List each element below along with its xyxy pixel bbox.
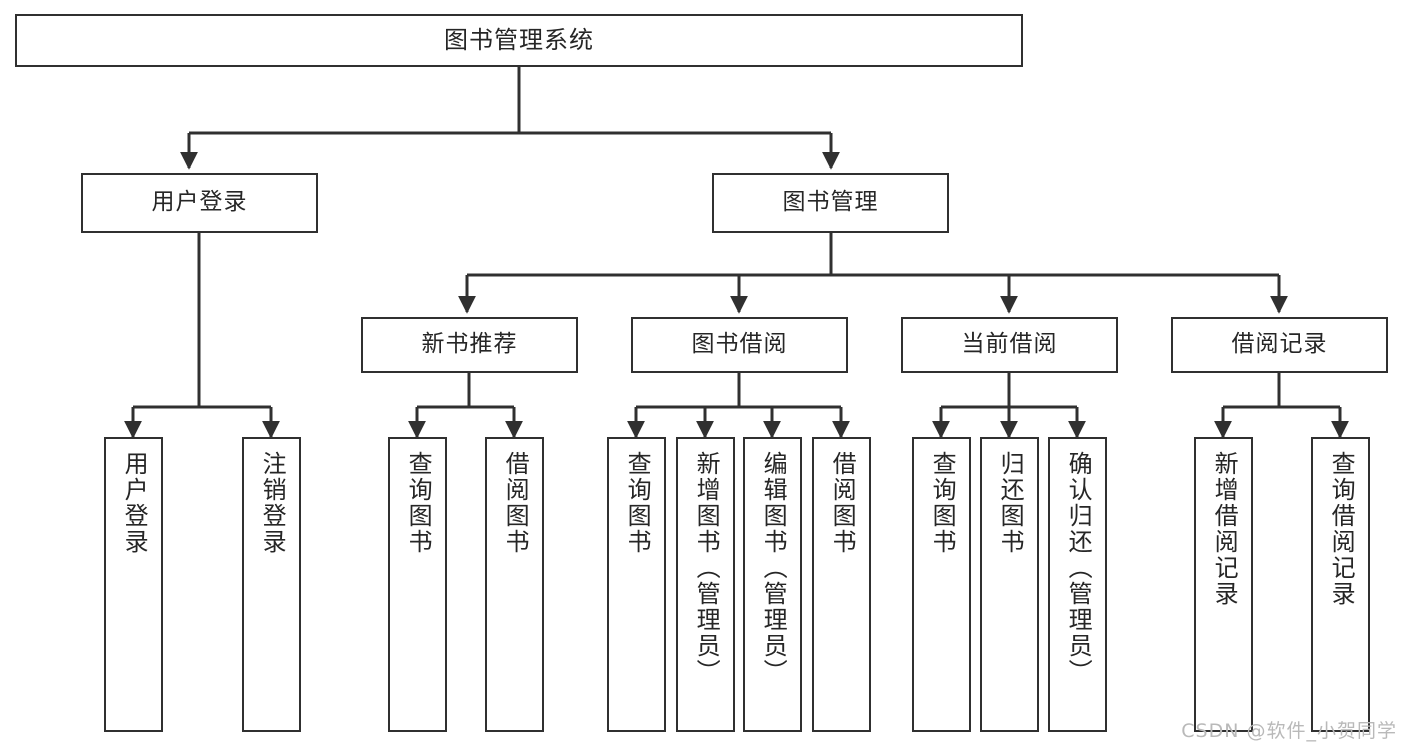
node-leaf-add-book-label: 新增图书（管理员） — [692, 451, 721, 685]
node-leaf-query-book-3-label: 查询图书 — [928, 451, 957, 555]
node-leaf-return-book-label: 归还图书 — [996, 451, 1025, 555]
node-leaf-edit-book[interactable]: 编辑图书（管理员） — [743, 437, 802, 732]
node-leaf-query-book-2-label: 查询图书 — [623, 451, 652, 555]
node-leaf-borrow-book-2-label: 借阅图书 — [828, 451, 857, 555]
node-leaf-add-record-label: 新增借阅记录 — [1210, 451, 1239, 607]
node-leaf-borrow-book-1[interactable]: 借阅图书 — [485, 437, 544, 732]
node-new-book-recommend-label: 新书推荐 — [421, 331, 518, 358]
node-leaf-add-record[interactable]: 新增借阅记录 — [1194, 437, 1253, 732]
node-leaf-query-record[interactable]: 查询借阅记录 — [1311, 437, 1370, 732]
csdn-watermark: CSDN @软件_小贺同学 — [1181, 720, 1397, 742]
node-book-manage-label: 图书管理 — [782, 189, 879, 216]
node-leaf-confirm-return[interactable]: 确认归还（管理员） — [1048, 437, 1107, 732]
node-book-manage[interactable]: 图书管理 — [712, 173, 949, 233]
node-user-login[interactable]: 用户登录 — [81, 173, 318, 233]
node-current-borrow[interactable]: 当前借阅 — [901, 317, 1118, 373]
node-leaf-query-book-1-label: 查询图书 — [404, 451, 433, 555]
node-current-borrow-label: 当前借阅 — [961, 331, 1058, 358]
node-leaf-user-login[interactable]: 用户登录 — [104, 437, 163, 732]
node-leaf-logout-login-label: 注销登录 — [258, 451, 287, 555]
node-book-borrow-label: 图书借阅 — [691, 331, 788, 358]
node-leaf-query-book-3[interactable]: 查询图书 — [912, 437, 971, 732]
node-borrow-record[interactable]: 借阅记录 — [1171, 317, 1388, 373]
node-root-label: 图书管理系统 — [444, 26, 594, 55]
node-leaf-query-book-1[interactable]: 查询图书 — [388, 437, 447, 732]
node-new-book-recommend[interactable]: 新书推荐 — [361, 317, 578, 373]
node-leaf-borrow-book-1-label: 借阅图书 — [501, 451, 530, 555]
node-user-login-label: 用户登录 — [151, 189, 248, 216]
node-leaf-return-book[interactable]: 归还图书 — [980, 437, 1039, 732]
node-leaf-logout-login[interactable]: 注销登录 — [242, 437, 301, 732]
node-leaf-confirm-return-label: 确认归还（管理员） — [1064, 451, 1093, 685]
node-leaf-query-book-2[interactable]: 查询图书 — [607, 437, 666, 732]
node-root[interactable]: 图书管理系统 — [15, 14, 1023, 67]
node-leaf-borrow-book-2[interactable]: 借阅图书 — [812, 437, 871, 732]
node-leaf-add-book[interactable]: 新增图书（管理员） — [676, 437, 735, 732]
node-borrow-record-label: 借阅记录 — [1231, 331, 1328, 358]
node-leaf-user-login-label: 用户登录 — [120, 451, 149, 555]
node-leaf-query-record-label: 查询借阅记录 — [1327, 451, 1356, 607]
node-leaf-edit-book-label: 编辑图书（管理员） — [759, 451, 788, 685]
node-book-borrow[interactable]: 图书借阅 — [631, 317, 848, 373]
